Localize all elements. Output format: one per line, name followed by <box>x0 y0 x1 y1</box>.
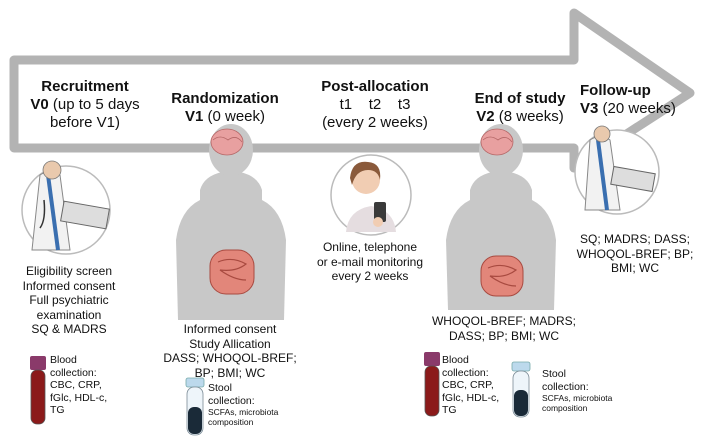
stage-title: Recruitment <box>41 78 129 95</box>
post-allocation-tasks: Online, telephone or e-mail monitoring e… <box>300 240 440 284</box>
visit-detail: (8 weeks) <box>498 108 564 125</box>
task-line: BP; BMI; WC <box>194 365 266 380</box>
intestine-icon <box>480 255 524 297</box>
phone-user-icon <box>330 154 412 236</box>
visit-detail: (up to 5 days <box>52 96 140 113</box>
blood-tube-icon <box>30 356 46 425</box>
blood-collection-label: Blood collection: CBC, CRP, fGlc, HDL-c,… <box>50 354 108 416</box>
task-line: Informed consent <box>183 322 277 336</box>
task-line: Informed consent <box>22 278 116 293</box>
task-line: Online, telephone <box>322 240 418 254</box>
task-line: WHOQOL-BREF; MADRS; <box>431 314 576 328</box>
task-line: Full psychiatric <box>29 293 109 307</box>
stage-follow-up: Follow-up V3 (20 weeks) <box>580 82 680 118</box>
intestine-icon <box>209 249 255 295</box>
end-of-study-tasks: WHOQOL-BREF; MADRS; DASS; BP; BMI; WC <box>424 314 584 343</box>
visit-detail: (0 week) <box>207 108 266 125</box>
stage-title: Post-allocation <box>321 78 429 95</box>
stage-title: End of study <box>474 90 566 107</box>
visit-label: V2 <box>476 108 495 125</box>
doctor-icon <box>574 125 660 215</box>
visit-label: V3 <box>580 100 599 117</box>
recruitment-tasks: Eligibility screen Informed consent Full… <box>4 264 134 337</box>
visit-label: V1 <box>184 108 204 125</box>
task-line: BMI; WC <box>611 261 659 275</box>
stage-recruitment: Recruitment V0 (up to 5 days before V1) <box>10 78 160 132</box>
visit-detail: (every 2 weeks) <box>322 114 428 131</box>
blood-collection-label: Blood collection: CBC, CRP, fGlc, HDL-c,… <box>442 354 500 416</box>
stool-tube-icon <box>511 361 531 418</box>
stage-end-of-study: End of study V2 (8 weeks) <box>455 90 585 126</box>
task-line: or e-mail monitoring <box>316 254 424 269</box>
task-line: SQ; MADRS; DASS; <box>579 232 691 246</box>
visit-detail: (20 weeks) <box>602 100 676 117</box>
visit-detail-2: before V1) <box>49 114 121 131</box>
task-line: DASS; WHOQOL-BREF; <box>163 351 297 365</box>
doctor-icon <box>21 160 111 255</box>
timepoints: t1 t2 t3 <box>339 96 411 113</box>
blood-tube-icon <box>424 352 440 417</box>
stage-title: Follow-up <box>580 82 651 99</box>
stool-collection-label: Stool collection: SCFAs, microbiota comp… <box>542 368 613 413</box>
task-line: WHOQOL-BREF; BP; <box>576 246 694 261</box>
task-line: Eligibility screen <box>25 264 113 278</box>
follow-up-tasks: SQ; MADRS; DASS; WHOQOL-BREF; BP; BMI; W… <box>572 232 698 276</box>
randomization-tasks: Informed consent Study Allication DASS; … <box>160 322 300 380</box>
visit-label: V0 <box>30 96 49 113</box>
stage-post-allocation: Post-allocation t1 t2 t3 (every 2 weeks) <box>305 78 445 132</box>
stool-tube-icon <box>185 377 205 436</box>
stage-title: Randomization <box>171 90 279 107</box>
stool-collection-label: Stool collection: SCFAs, microbiota comp… <box>208 382 279 427</box>
stage-randomization: Randomization V1 (0 week) <box>165 90 285 126</box>
task-line: Study Allication <box>189 336 271 351</box>
body-silhouette-icon <box>446 124 556 310</box>
task-line: examination <box>36 307 102 322</box>
task-line: SQ & MADRS <box>31 322 107 336</box>
body-silhouette-icon <box>176 124 286 320</box>
task-line: every 2 weeks <box>331 269 409 283</box>
task-line: DASS; BP; BMI; WC <box>448 328 559 343</box>
